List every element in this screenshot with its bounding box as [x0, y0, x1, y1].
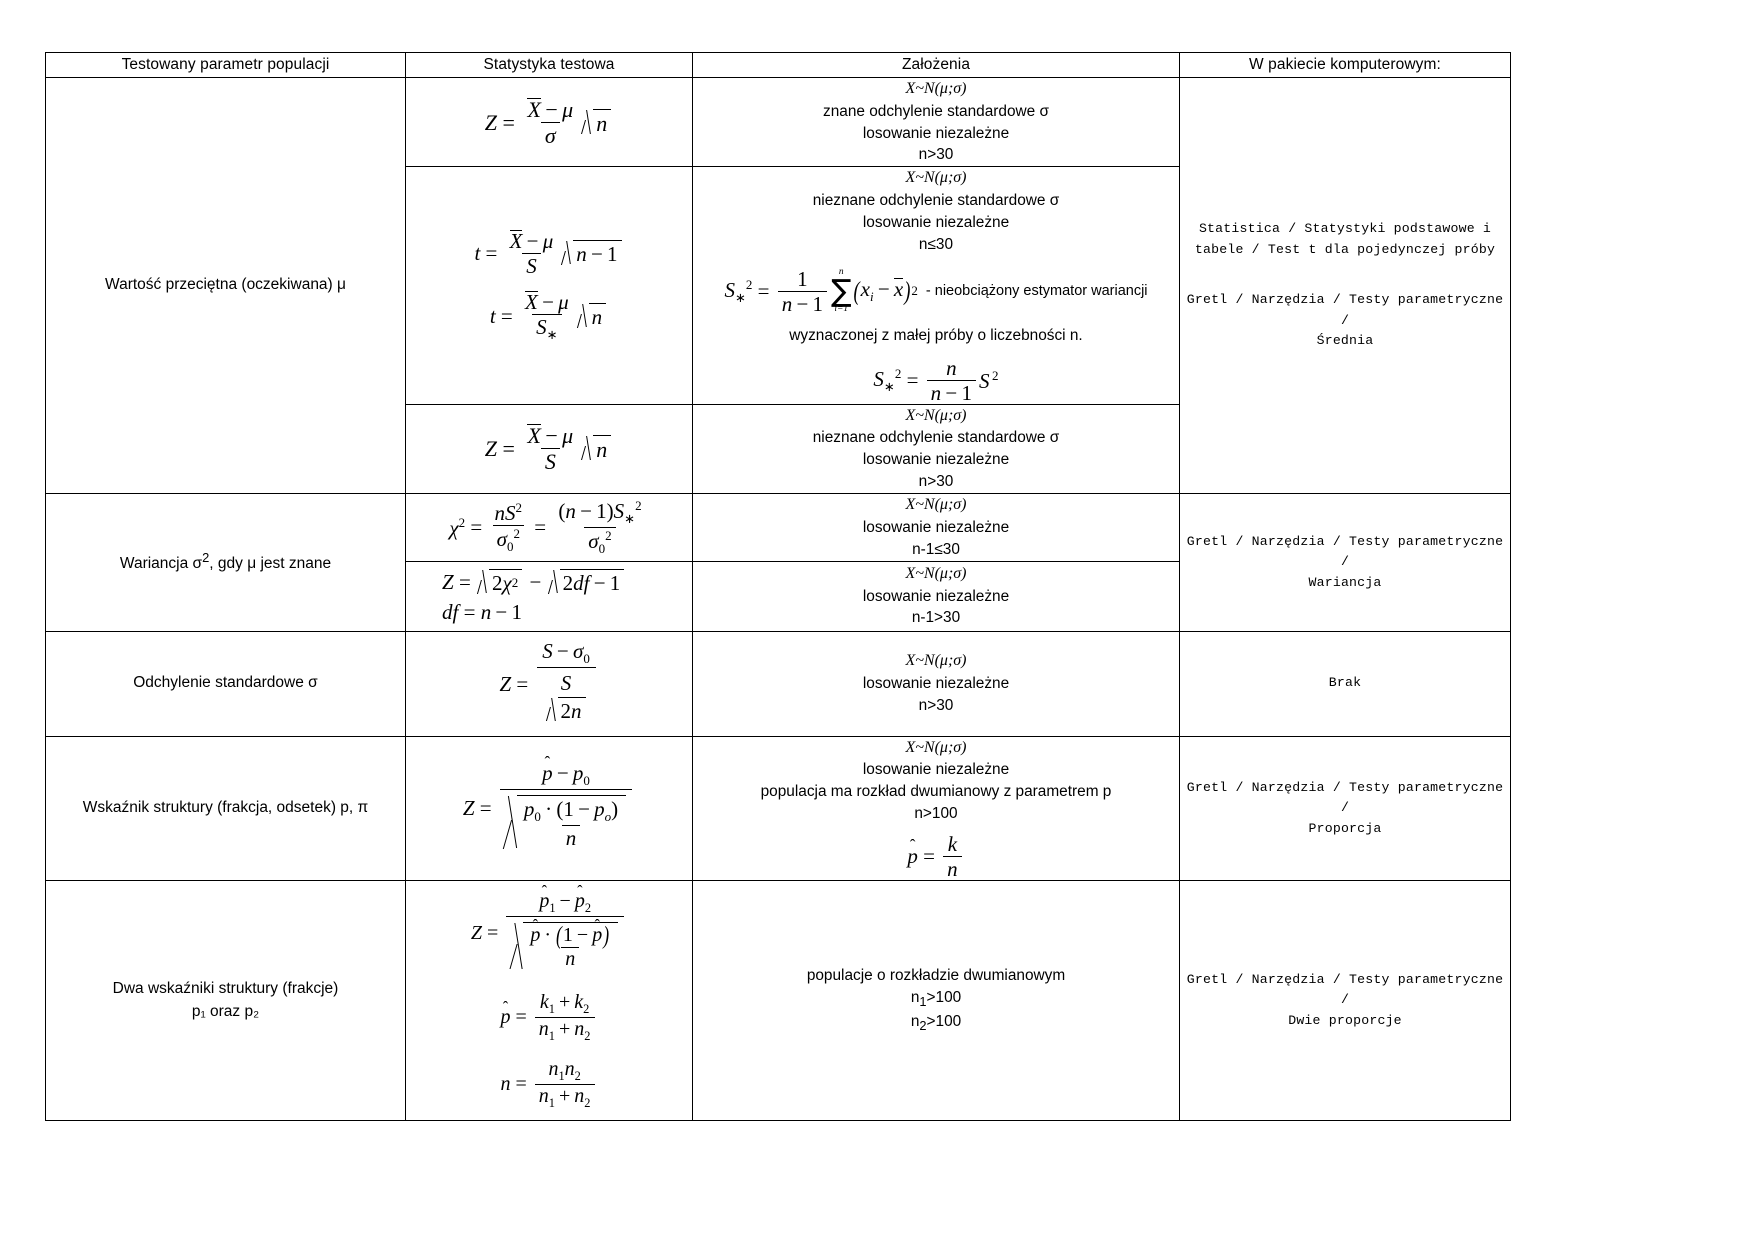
- cell-package-proportion: Gretl / Narzędzia / Testy parametryczne …: [1179, 735, 1511, 882]
- table-row: Z = X − μ S n X~N(μ;σ) nieznane odchylen…: [46, 403, 1511, 495]
- header-parameter: Testowany parametr populacji: [45, 52, 406, 78]
- assumption-line: n>30: [918, 696, 954, 714]
- formula-pooled-proportion: p̂ = k1 + k2 n1 + n2: [501, 991, 598, 1043]
- cell-parameter-variance: Wariancja σ2, gdy μ jest znane: [45, 493, 406, 632]
- assumption-line: losowanie niezależne: [862, 761, 1010, 779]
- assumption-line: X~N(μ;σ): [905, 496, 967, 514]
- package-line: Gretl / Narzędzia / Testy parametryczne …: [1186, 779, 1504, 816]
- parameter-variance-text: Wariancja σ2, gdy μ jest znane: [119, 550, 332, 573]
- package-spacer: [1180, 260, 1510, 290]
- variance-note: - nieobciążony estymator wariancji: [925, 282, 1148, 299]
- formula-t-corrected: t = X − μ S∗ n: [490, 291, 608, 342]
- package-line: Wariancja: [1308, 574, 1382, 590]
- cell-assumptions-chi-square: X~N(μ;σ) losowanie niezależne n-1≤30: [692, 493, 1180, 562]
- proportion-estimator-formula: p̂ = k n: [693, 833, 1179, 880]
- parameter-line: p₁ oraz p₂: [191, 1002, 260, 1020]
- header-assumptions: Założenia: [692, 52, 1180, 78]
- assumption-line: nieznane odchylenie standardowe σ: [812, 192, 1060, 210]
- table-row: Wartość przeciętna (oczekiwana) μ Z = X …: [45, 76, 1511, 495]
- table-row: Wariancja σ2, gdy μ jest znane χ2 = nS2 …: [45, 493, 1511, 632]
- assumption-line: X~N(μ;σ): [905, 652, 967, 670]
- assumption-line: n2>100: [910, 1013, 962, 1034]
- table-row: Dwa wskaźniki struktury (frakcje) p₁ ora…: [45, 880, 1511, 1121]
- assumption-line: losowanie niezależne: [862, 518, 1010, 536]
- assumption-line: X~N(μ;σ): [905, 738, 967, 756]
- parameter-line: Dwa wskaźniki struktury (frakcje): [112, 980, 339, 998]
- cell-package-stddev: Brak: [1179, 630, 1511, 737]
- assumption-line: losowanie niezależne: [862, 124, 1010, 142]
- cell-statistic-z-unknown-sigma: Z = X − μ S n: [405, 403, 693, 495]
- assumption-line: n-1≤30: [912, 540, 960, 558]
- cell-assumptions-stddev: X~N(μ;σ) losowanie niezależne n>30: [692, 630, 1180, 737]
- cell-statistic-proportion: Z = p̂ − p0 p0 · (1 − po) n: [405, 735, 693, 882]
- cell-parameter-mean: Wartość przeciętna (oczekiwana) μ: [45, 76, 406, 495]
- assumption-line: X~N(μ;σ): [905, 406, 967, 424]
- variance-estimator-formula: S∗2 = 1 n − 1 n ∑ i=1 ( xi − x )2 - nieo…: [724, 266, 1148, 316]
- table-row: t = X − μ S n − 1 t = X − μ S∗ n: [46, 166, 1511, 405]
- assumption-line: losowanie niezależne: [862, 213, 1010, 231]
- package-line: Statistica / Statystyki podstawowe i: [1198, 221, 1492, 237]
- cell-assumptions-proportion: X~N(μ;σ) losowanie niezależne populacja …: [692, 735, 1180, 882]
- cell-assumptions-z-chi-approx: X~N(μ;σ) losowanie niezależne n-1>30: [692, 560, 1180, 632]
- cell-statistic-two-proportions: Z = p̂1 − p̂2 p̂ · (1 − p̂) n: [405, 880, 693, 1121]
- formula-degrees-of-freedom: df = n − 1: [442, 600, 522, 625]
- cell-parameter-stddev: Odchylenie standardowe σ: [45, 630, 406, 737]
- formula-effective-n: n = n1n2 n1 + n2: [501, 1058, 598, 1110]
- assumption-line: nieznane odchylenie standardowe σ: [812, 429, 1060, 447]
- package-line: Brak: [1328, 675, 1362, 691]
- assumption-line: n-1>30: [911, 609, 961, 627]
- assumption-line: losowanie niezależne: [862, 675, 1010, 693]
- table-row: Wskaźnik struktury (frakcja, odsetek) p,…: [45, 735, 1511, 882]
- package-line: Gretl / Narzędzia / Testy parametryczne …: [1186, 292, 1504, 328]
- cell-package-mean: Statistica / Statystyki podstawowe i tab…: [1179, 76, 1511, 495]
- assumption-line: losowanie niezależne: [862, 587, 1010, 605]
- cell-assumptions-two-proportions: populacje o rozkładzie dwumianowym n1>10…: [692, 880, 1180, 1121]
- assumption-line: n1>100: [910, 989, 962, 1010]
- formula-z-two-proportions: Z = p̂1 − p̂2 p̂ · (1 − p̂) n: [471, 890, 627, 976]
- assumption-line: populacje o rozkładzie dwumianowym: [806, 967, 1066, 985]
- assumption-line: populacja ma rozkład dwumianowy z parame…: [760, 783, 1112, 801]
- cell-assumptions-t-tests: X~N(μ;σ) nieznane odchylenie standardowe…: [692, 166, 1180, 405]
- assumption-line: znane odchylenie standardowe σ: [823, 102, 1049, 120]
- assumption-line: X~N(μ;σ): [905, 169, 967, 187]
- cell-assumptions-z-known-sigma: X~N(μ;σ) znane odchylenie standardowe σ …: [692, 76, 1180, 168]
- package-line: Gretl / Narzędzia / Testy parametryczne …: [1186, 971, 1504, 1008]
- assumption-line: X~N(μ;σ): [905, 80, 967, 97]
- header-statistic: Statystyka testowa: [405, 52, 693, 78]
- assumption-line: n>100: [914, 805, 958, 823]
- package-line: Dwie proporcje: [1288, 1012, 1402, 1028]
- package-line: tabele / Test t dla pojedynczej próby: [1194, 241, 1496, 257]
- cell-package-variance: Gretl / Narzędzia / Testy parametryczne …: [1179, 493, 1511, 632]
- cell-statistic-z-known-sigma: Z = X − μ σ n: [405, 76, 693, 168]
- variance-note-second-line: wyznaczonej z małej próby o liczebności …: [789, 326, 1083, 344]
- package-line: Gretl / Narzędzia / Testy parametryczne …: [1186, 533, 1504, 570]
- assumption-line: losowanie niezależne: [862, 451, 1010, 469]
- hypothesis-tests-table: Testowany parametr populacji Statystyka …: [45, 52, 1511, 1121]
- package-line: Średnia: [1316, 333, 1374, 349]
- table-header-row: Testowany parametr populacji Statystyka …: [45, 52, 1511, 78]
- cell-parameter-proportion: Wskaźnik struktury (frakcja, odsetek) p,…: [45, 735, 406, 882]
- cell-parameter-two-proportions: Dwa wskaźniki struktury (frakcje) p₁ ora…: [45, 880, 406, 1121]
- package-line: Proporcja: [1308, 820, 1382, 836]
- assumption-line: n>30: [918, 146, 954, 164]
- formula-t-small-sample: t = X − μ S n − 1: [474, 229, 623, 277]
- assumption-line: X~N(μ;σ): [905, 564, 967, 582]
- variance-relation-formula: S∗2 = n n − 1 S 2: [873, 355, 999, 405]
- cell-statistic-chi-square: χ2 = nS2 σ02 = (n − 1)S∗2 σ02: [405, 493, 693, 562]
- header-package: W pakiecie komputerowym:: [1179, 52, 1511, 78]
- assumption-line: n>30: [918, 473, 954, 491]
- cell-statistic-t-tests: t = X − μ S n − 1 t = X − μ S∗ n: [405, 166, 693, 405]
- cell-package-two-proportions: Gretl / Narzędzia / Testy parametryczne …: [1179, 880, 1511, 1121]
- cell-assumptions-z-unknown-sigma: X~N(μ;σ) nieznane odchylenie standardowe…: [692, 403, 1180, 495]
- assumption-line: n≤30: [918, 235, 954, 253]
